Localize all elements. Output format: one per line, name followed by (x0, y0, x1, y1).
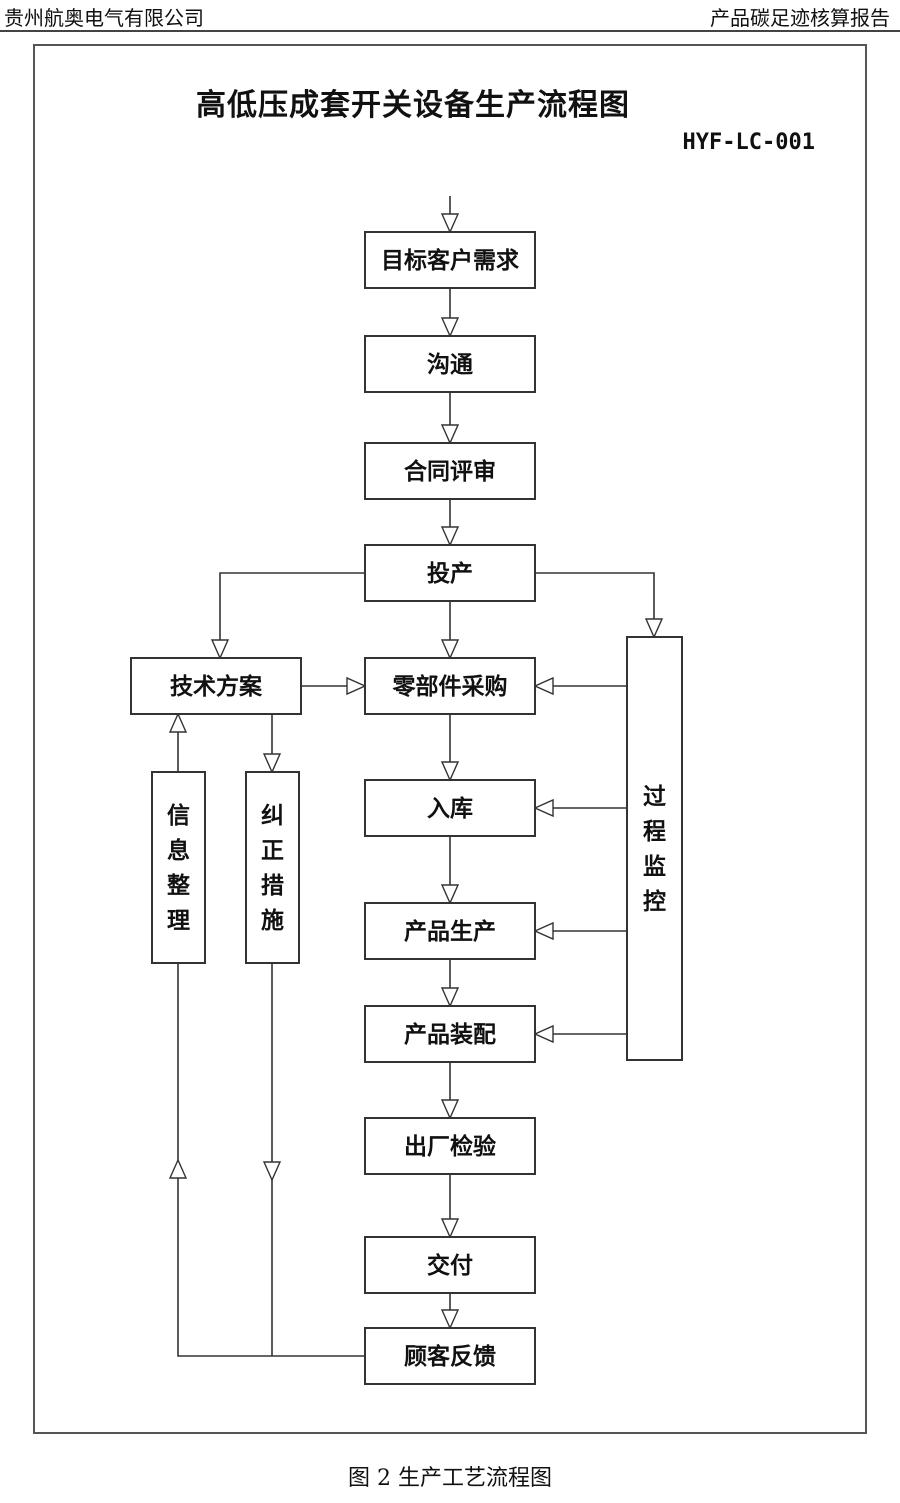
node-label: 交付 (427, 1252, 473, 1279)
node-procurement: 零部件采购 (364, 657, 536, 715)
node-box (364, 902, 536, 960)
node-label: 出厂检验 (404, 1133, 496, 1160)
arrowhead-icon (533, 676, 554, 696)
node-box (626, 636, 683, 1061)
node-contract: 合同评审 (364, 442, 536, 500)
node-box (364, 1117, 536, 1175)
node-label: 投产 (427, 560, 473, 587)
node-feedback: 顾客反馈 (364, 1327, 536, 1385)
node-box (364, 657, 536, 715)
arrowhead-icon (440, 1218, 460, 1239)
node-production-start: 投产 (364, 544, 536, 602)
arrowhead-icon (644, 618, 664, 639)
arrowhead-icon (168, 1158, 188, 1179)
node-label: 信息整理 (167, 802, 190, 934)
document-code: HYF-LC-001 (682, 130, 815, 155)
node-warehouse: 入库 (364, 779, 536, 837)
arrowhead-icon (440, 1099, 460, 1120)
node-label: 沟通 (427, 351, 473, 378)
header-company: 贵州航奥电气有限公司 (4, 6, 204, 30)
node-box (364, 1327, 536, 1385)
node-monitor: 过程监控 (626, 636, 683, 1061)
node-label: 目标客户需求 (381, 247, 519, 274)
header-divider (0, 30, 900, 32)
arrowhead-icon (533, 921, 554, 941)
diagram-frame (33, 44, 867, 1434)
arrowhead-icon (440, 1309, 460, 1330)
arrowhead-icon (262, 1161, 282, 1182)
edge-production-start-monitor (535, 572, 655, 637)
arrowhead-icon (440, 526, 460, 547)
node-box (364, 1005, 536, 1063)
figure-caption: 图 2 生产工艺流程图 (348, 1466, 552, 1491)
arrowhead-icon (168, 712, 188, 733)
node-info: 信息整理 (151, 771, 206, 964)
node-delivery: 交付 (364, 1236, 536, 1294)
arrowhead-icon (440, 213, 460, 234)
node-inspection: 出厂检验 (364, 1117, 536, 1175)
header-report-title: 产品碳足迹核算报告 (710, 6, 890, 30)
node-label: 顾客反馈 (404, 1343, 496, 1370)
node-box (364, 779, 536, 837)
node-label: 入库 (427, 796, 473, 822)
node-tech-plan: 技术方案 (130, 657, 302, 715)
node-label: 纠正措施 (261, 803, 284, 934)
arrowhead-icon (346, 676, 367, 696)
arrowhead-icon (533, 798, 554, 818)
arrowhead-icon (440, 317, 460, 338)
node-box (130, 657, 302, 715)
node-label: 零部件采购 (392, 673, 508, 700)
arrowhead-icon (440, 987, 460, 1008)
node-communicate: 沟通 (364, 335, 536, 393)
node-assembly: 产品装配 (364, 1005, 536, 1063)
arrowhead-icon (262, 753, 282, 774)
node-demand: 目标客户需求 (364, 231, 536, 289)
node-corrective: 纠正措施 (245, 771, 300, 964)
node-label: 产品装配 (404, 1021, 496, 1048)
node-label: 合同评审 (404, 458, 496, 485)
node-box (245, 771, 300, 964)
arrowhead-icon (533, 1024, 554, 1044)
node-box (364, 544, 536, 602)
node-box (364, 1236, 536, 1294)
edge-feedback-info (177, 963, 365, 1357)
node-label: 过程监控 (643, 784, 666, 915)
edges (168, 196, 664, 1357)
node-box (364, 231, 536, 289)
node-box (151, 771, 206, 964)
arrowhead-icon (440, 639, 460, 660)
node-box (364, 335, 536, 393)
diagram-title: 高低压成套开关设备生产流程图 (196, 88, 630, 123)
arrowhead-icon (440, 884, 460, 905)
arrowhead-icon (210, 639, 230, 660)
arrowhead-icon (440, 761, 460, 782)
arrowhead-icon (440, 424, 460, 445)
edge-production-start-tech-plan (219, 572, 365, 658)
node-box (364, 442, 536, 500)
node-label: 产品生产 (404, 918, 496, 945)
node-manufacture: 产品生产 (364, 902, 536, 960)
node-label: 技术方案 (170, 673, 263, 700)
